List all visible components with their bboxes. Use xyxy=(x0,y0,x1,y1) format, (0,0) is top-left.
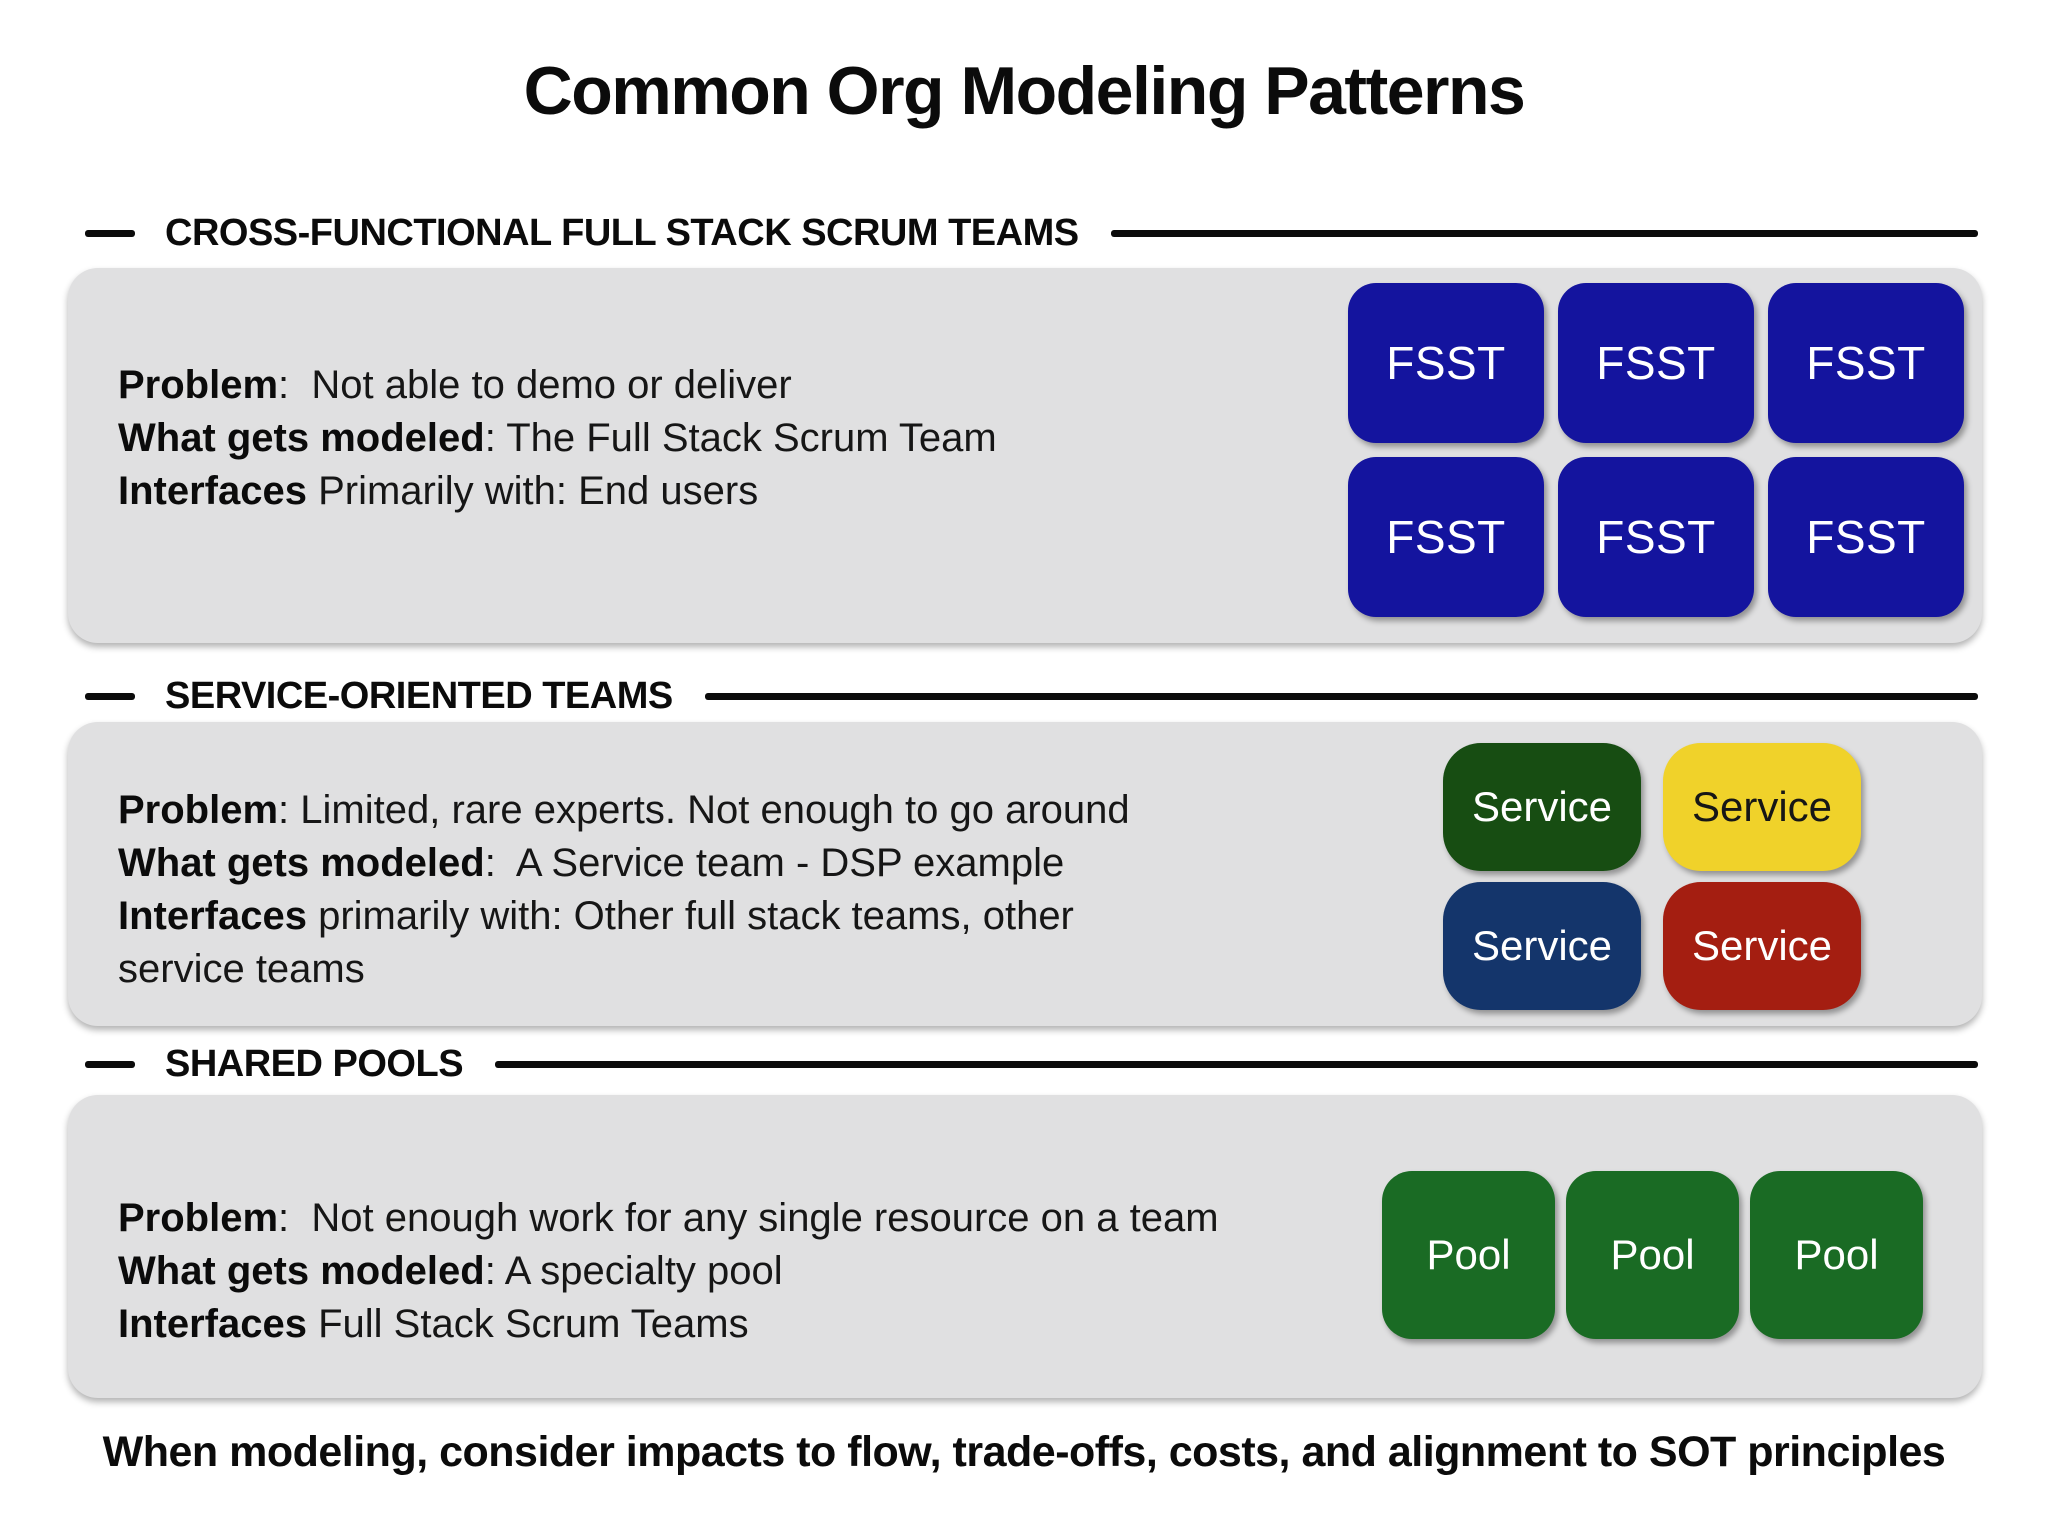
panel-body-text: Problem: Not able to demo or deliver Wha… xyxy=(118,359,997,518)
header-rule xyxy=(1110,229,1978,237)
section-heading-shared-pools: SHARED POOLS xyxy=(165,1042,464,1085)
interfaces-line: Interfaces Primarily with: End users xyxy=(118,469,759,513)
header-dash xyxy=(85,1060,135,1068)
pool-box-grid: Pool Pool Pool xyxy=(1382,1171,1923,1339)
modeled-line: What gets modeled: A specialty pool xyxy=(118,1249,783,1293)
service-box-red: Service xyxy=(1663,882,1861,1010)
pool-box: Pool xyxy=(1382,1171,1555,1339)
section-header-service-oriented: SERVICE-ORIENTED TEAMS xyxy=(85,673,1978,719)
pool-box: Pool xyxy=(1750,1171,1923,1339)
page-title: Common Org Modeling Patterns xyxy=(523,53,1526,129)
panel-shared-pools: Problem: Not enough work for any single … xyxy=(68,1095,1982,1398)
section-header-cross-functional: CROSS-FUNCTIONAL FULL STACK SCRUM TEAMS xyxy=(85,210,1978,256)
footer-note: When modeling, consider impacts to flow,… xyxy=(102,1428,1946,1476)
problem-line: Problem: Not able to demo or deliver xyxy=(118,363,792,407)
interfaces-line: Interfaces primarily with: Other full st… xyxy=(118,894,1074,938)
service-box-grid: Service Service Service Service xyxy=(1443,743,1861,1010)
fsst-box: FSST xyxy=(1558,283,1754,443)
service-box-yellow: Service xyxy=(1663,743,1861,871)
modeled-line: What gets modeled: The Full Stack Scrum … xyxy=(118,416,997,460)
service-box-navy: Service xyxy=(1443,882,1641,1010)
pool-box: Pool xyxy=(1566,1171,1739,1339)
header-rule xyxy=(495,1060,1978,1068)
section-heading-service-oriented: SERVICE-ORIENTED TEAMS xyxy=(165,674,673,717)
header-dash xyxy=(85,692,135,700)
header-dash xyxy=(85,229,135,237)
section-header-shared-pools: SHARED POOLS xyxy=(85,1041,1978,1087)
panel-body-text: Problem: Not enough work for any single … xyxy=(118,1192,1219,1351)
panel-cross-functional: Problem: Not able to demo or deliver Wha… xyxy=(68,268,1982,643)
fsst-box-grid: FSST FSST FSST FSST FSST FSST xyxy=(1348,283,1964,617)
panel-service-oriented: Problem: Limited, rare experts. Not enou… xyxy=(68,722,1982,1026)
fsst-box: FSST xyxy=(1348,457,1544,617)
panel-body-text: Problem: Limited, rare experts. Not enou… xyxy=(118,784,1130,996)
fsst-box: FSST xyxy=(1558,457,1754,617)
modeled-line: What gets modeled: A Service team - DSP … xyxy=(118,841,1065,885)
fsst-box: FSST xyxy=(1348,283,1544,443)
interfaces-continuation-line: service teams xyxy=(118,947,365,991)
header-rule xyxy=(704,692,1978,700)
problem-line: Problem: Limited, rare experts. Not enou… xyxy=(118,788,1130,832)
service-box-green: Service xyxy=(1443,743,1641,871)
problem-line: Problem: Not enough work for any single … xyxy=(118,1196,1219,1240)
fsst-box: FSST xyxy=(1768,457,1964,617)
section-heading-cross-functional: CROSS-FUNCTIONAL FULL STACK SCRUM TEAMS xyxy=(165,211,1079,254)
fsst-box: FSST xyxy=(1768,283,1964,443)
interfaces-line: Interfaces Full Stack Scrum Teams xyxy=(118,1302,749,1346)
